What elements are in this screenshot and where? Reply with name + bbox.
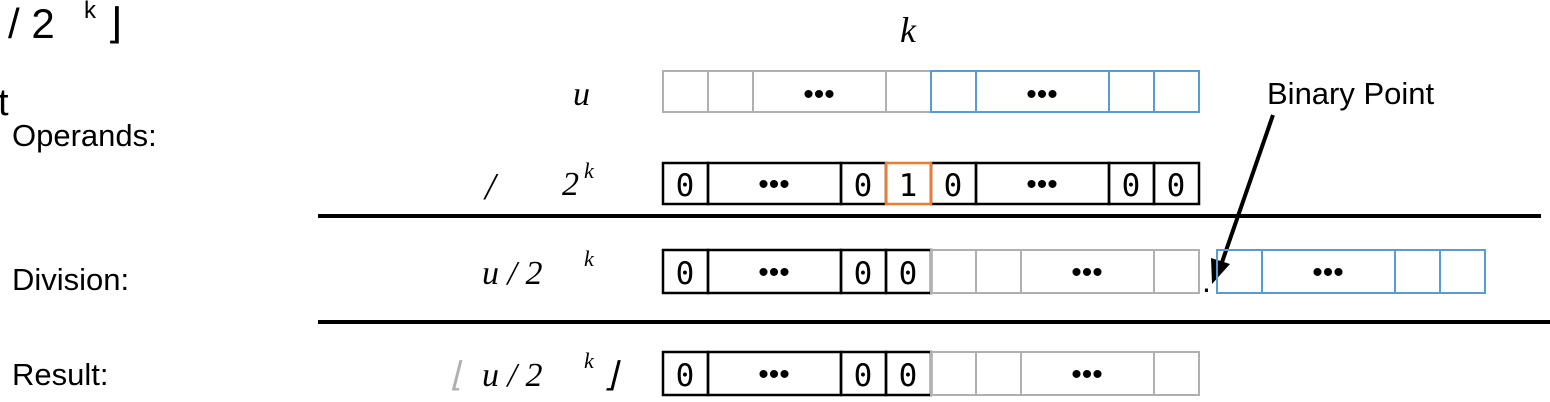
u-cell-5 — [930, 70, 977, 113]
divisor-bit-1: 0 — [676, 168, 695, 204]
u-label: u — [573, 76, 590, 113]
result-cell-8 — [1153, 351, 1200, 396]
divisor-bit-8: 0 — [1167, 168, 1186, 204]
result-label: Result: — [12, 357, 108, 392]
binary-point-label: Binary Point — [1267, 76, 1435, 111]
u-bit-vector: ••• ••• — [662, 70, 1200, 113]
result-cell-5 — [930, 351, 977, 396]
result-ellipsis-1: ••• — [758, 358, 790, 391]
divisor-cell-8 — [1152, 161, 1201, 206]
binary-point-arrow — [1218, 114, 1275, 269]
cut-off-text: t — [0, 82, 9, 124]
division-cell-5 — [930, 249, 977, 294]
division-fraction-bits: ••• — [1216, 249, 1486, 294]
divisor-bit-5: 0 — [944, 168, 963, 204]
division-cell-6 — [975, 249, 1022, 294]
result-exponent: k — [584, 348, 595, 373]
result-cell-6 — [975, 351, 1022, 396]
result-bit-1: 0 — [676, 358, 695, 394]
division-expression: u / 2 — [482, 255, 542, 292]
top-left-formula: / 2 — [8, 0, 55, 47]
fraction-cell-3 — [1394, 249, 1441, 294]
top-left-exponent: k — [84, 0, 97, 24]
divisor-ellipsis-2: ••• — [1026, 168, 1058, 201]
u-cell-ellipsis-2: ••• — [1026, 78, 1058, 111]
division-cell-8 — [1153, 249, 1200, 294]
division-ellipsis-2: ••• — [1071, 256, 1103, 289]
divisor-exponent: k — [584, 158, 595, 183]
divide-slash: / — [483, 166, 499, 208]
u-cell-1 — [662, 70, 709, 113]
divisor-bit-4: 1 — [899, 168, 918, 204]
divisor-cell-4-highlight — [884, 161, 933, 206]
divisor-bit-3: 0 — [854, 168, 873, 204]
operands-label: Operands: — [12, 118, 157, 153]
division-bit-3: 0 — [854, 256, 873, 292]
division-exponent: k — [584, 246, 595, 271]
u-cell-8 — [1153, 70, 1200, 113]
u-cell-4 — [885, 70, 932, 113]
division-bit-vector: 0 ••• 0 0 ••• — [661, 248, 1200, 295]
u-cell-2 — [707, 70, 754, 113]
result-bit-4: 0 — [899, 358, 918, 394]
division-ellipsis-1: ••• — [758, 256, 790, 289]
divisor-bit-7: 0 — [1122, 168, 1141, 204]
division-bit-4: 0 — [899, 256, 918, 292]
division-bit-1: 0 — [676, 256, 695, 292]
u-cell-7 — [1108, 70, 1155, 113]
top-left-bracket: ⌋ — [106, 0, 122, 47]
divisor-bit-vector: 0 ••• 0 1 0 ••• 0 0 — [661, 161, 1201, 206]
u-cell-ellipsis-1: ••• — [803, 78, 835, 111]
divisor-base: 2 — [562, 166, 579, 203]
result-bit-3: 0 — [854, 358, 873, 394]
floor-close-bracket: ⌋ — [604, 357, 621, 394]
binary-point-dot: . — [1202, 263, 1211, 299]
binary-point-arrowhead — [1211, 258, 1230, 284]
result-ellipsis-2: ••• — [1071, 358, 1103, 391]
floor-open-bracket: ⌊ — [450, 357, 463, 394]
fraction-cell-4 — [1439, 249, 1486, 294]
fraction-ellipsis: ••• — [1312, 256, 1344, 289]
divisor-ellipsis-1: ••• — [758, 168, 790, 201]
result-bit-vector: 0 ••• 0 0 ••• — [661, 350, 1200, 397]
division-label: Division: — [12, 262, 129, 297]
k-label: k — [900, 10, 917, 50]
result-expression: u / 2 — [482, 357, 542, 394]
